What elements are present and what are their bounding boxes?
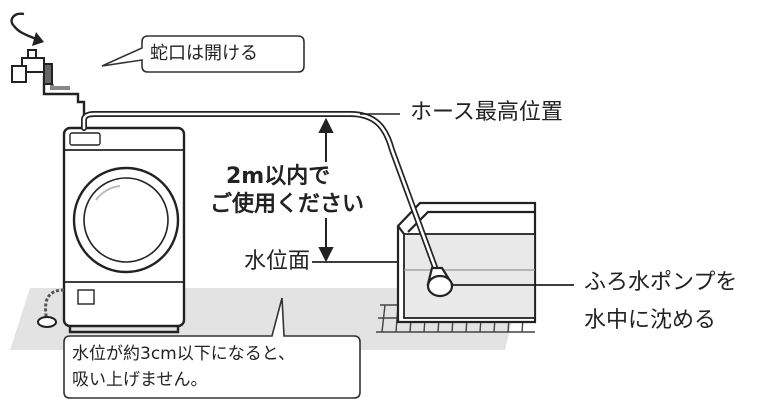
faucet-icon [11, 49, 53, 85]
note-callout-bubble [63, 297, 361, 399]
pump-label-line2: 水中に沈める [584, 308, 717, 333]
bath-pump-icon [426, 266, 454, 298]
note-line1: 水位が約3cm以下になると、 [72, 344, 296, 364]
note-line2: 吸い上げません。 [72, 370, 208, 390]
drain-outlet [37, 316, 57, 328]
pump-label-line1: ふろ水ポンプを [584, 270, 738, 295]
water-level-label: 水位面 [244, 249, 311, 274]
height-dimension-arrow [318, 117, 334, 263]
distance-label-line2: ご使用ください [210, 192, 365, 217]
rotate-arrow-icon [10, 12, 44, 46]
distance-label-line1: 2m以内で [226, 164, 331, 189]
faucet-callout-text: 蛇口は開ける [150, 43, 258, 64]
washing-machine-icon [62, 126, 186, 334]
drain-hose [44, 288, 65, 318]
supply-pipe [42, 76, 86, 128]
hose-max-label: ホース最高位置 [410, 100, 563, 125]
faucet-callout-bubble [101, 35, 305, 73]
